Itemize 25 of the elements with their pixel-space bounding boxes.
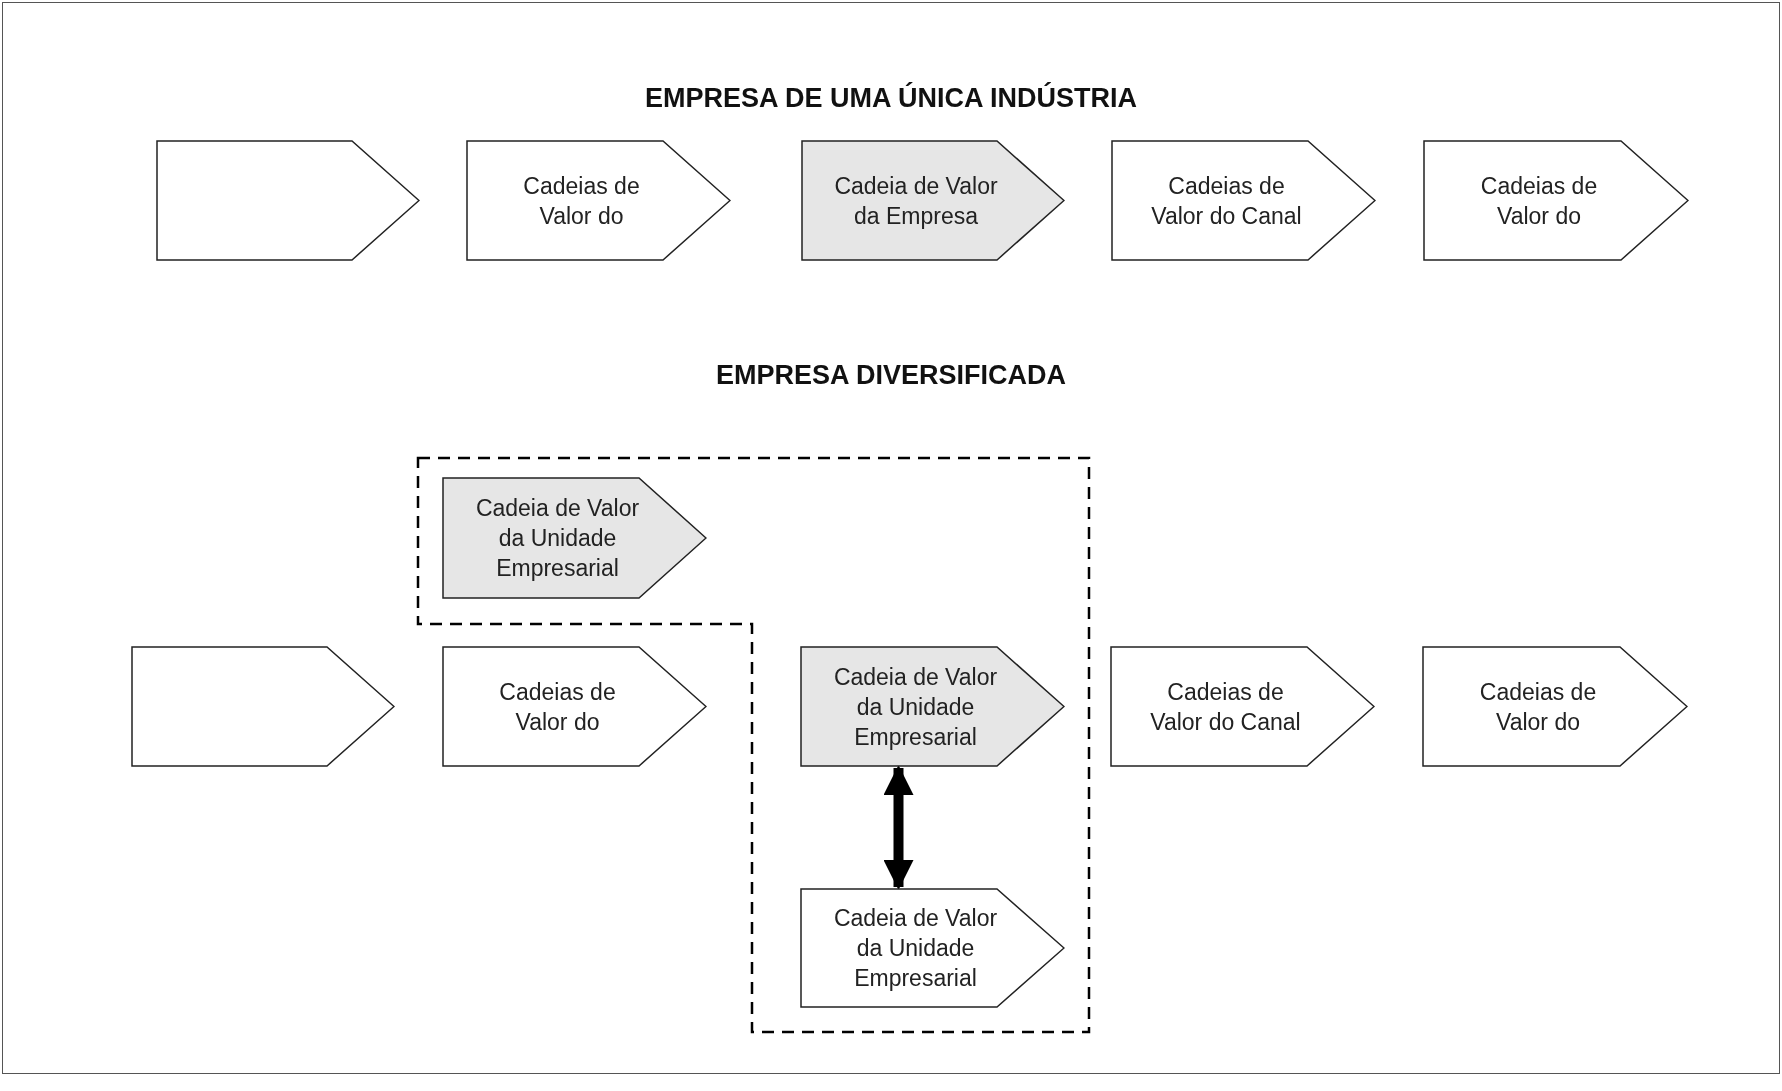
- chain-label: Cadeias de Valor do: [1478, 677, 1598, 737]
- chain-label: Cadeias de Valor do Canal: [1149, 677, 1302, 737]
- chevron-shape: [801, 140, 1065, 261]
- chevron-shape: [800, 646, 1065, 767]
- chevron-shape: [442, 477, 707, 599]
- chevron-shape: [131, 646, 395, 767]
- chain-label: Cadeias de Valor do Canal: [1150, 171, 1303, 231]
- chevron-shape: [1422, 646, 1688, 767]
- chain-label: Cadeia de Valor da Empresa: [833, 171, 999, 231]
- chevron-shape: [442, 646, 707, 767]
- chevron-shape: [800, 888, 1065, 1008]
- chain-label: Cadeias de Valor do: [1479, 171, 1599, 231]
- chevron-shape: [1423, 140, 1689, 261]
- chevron-shape: [1111, 140, 1376, 261]
- double-arrow: [883, 765, 914, 890]
- chain-label: Cadeias de Valor do: [522, 171, 641, 231]
- chain-label: Cadeia de Valor da Unidade Empresarial: [832, 904, 999, 993]
- section-heading: EMPRESA DIVERSIFICADA: [714, 359, 1067, 392]
- chevron-shape: [1110, 646, 1375, 767]
- section-heading: EMPRESA DE UMA ÚNICA INDÚSTRIA: [644, 81, 1138, 115]
- chain-label: Cadeias de Valor do: [498, 677, 617, 737]
- chain-label: Cadeia de Valor da Unidade Empresarial: [832, 662, 999, 752]
- chain-label: Cadeia de Valor da Unidade Empresarial: [474, 494, 641, 583]
- chevron-shape: [156, 140, 420, 261]
- chevron-shape: [466, 140, 731, 261]
